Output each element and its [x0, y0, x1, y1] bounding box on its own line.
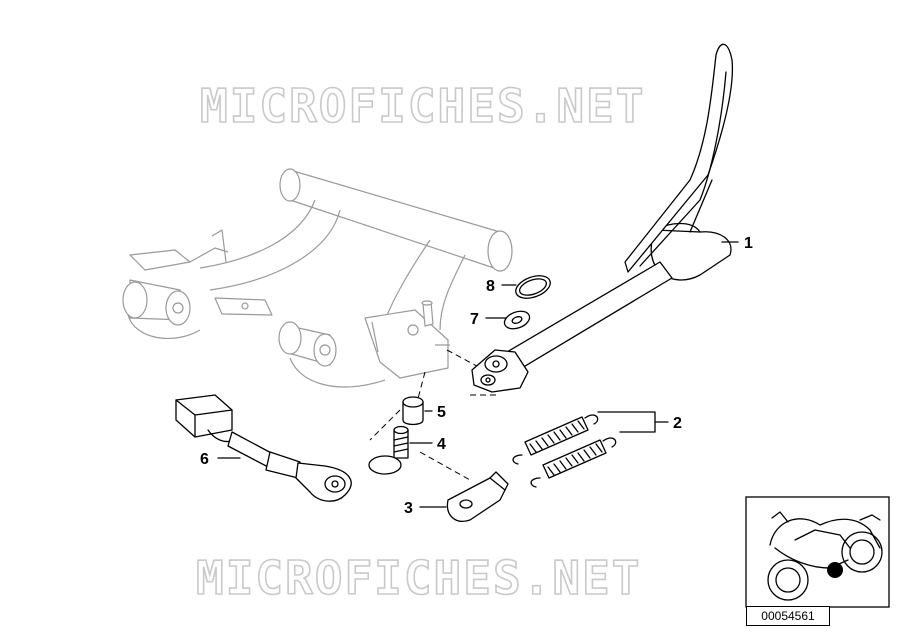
callout-7-label: 7 — [470, 311, 479, 328]
tension-springs — [512, 414, 617, 488]
reference-number: 00054561 — [746, 606, 830, 626]
bushing — [402, 396, 424, 426]
spring-bracket — [446, 471, 509, 522]
side-stand — [471, 43, 734, 393]
callout-7: 7 — [470, 311, 507, 328]
callout-5: 5 — [424, 404, 446, 421]
callout-4-label: 4 — [437, 436, 446, 453]
washer — [503, 310, 531, 330]
callout-8-label: 8 — [486, 278, 495, 295]
callout-2-label: 2 — [673, 415, 682, 432]
frame-crossmember — [122, 168, 513, 388]
callout-1: 1 — [721, 235, 753, 252]
sidestand-switch — [175, 394, 352, 502]
location-marker — [827, 562, 843, 578]
watermark-bottom: MICROFICHES.NET — [196, 551, 641, 605]
callout-8: 8 — [486, 278, 517, 295]
callout-3: 3 — [404, 500, 447, 517]
callout-3-label: 3 — [404, 500, 413, 517]
pivot-bolt — [368, 425, 409, 475]
callout-4: 4 — [409, 436, 446, 453]
watermark-top: MICROFICHES.NET — [200, 79, 645, 133]
callout-6: 6 — [200, 451, 241, 468]
retaining-ring — [515, 275, 551, 299]
callout-6-label: 6 — [200, 451, 209, 468]
location-thumbnail — [745, 496, 890, 608]
callout-2: 2 — [597, 411, 682, 433]
callout-5-label: 5 — [437, 404, 446, 421]
callout-1-label: 1 — [744, 235, 753, 252]
